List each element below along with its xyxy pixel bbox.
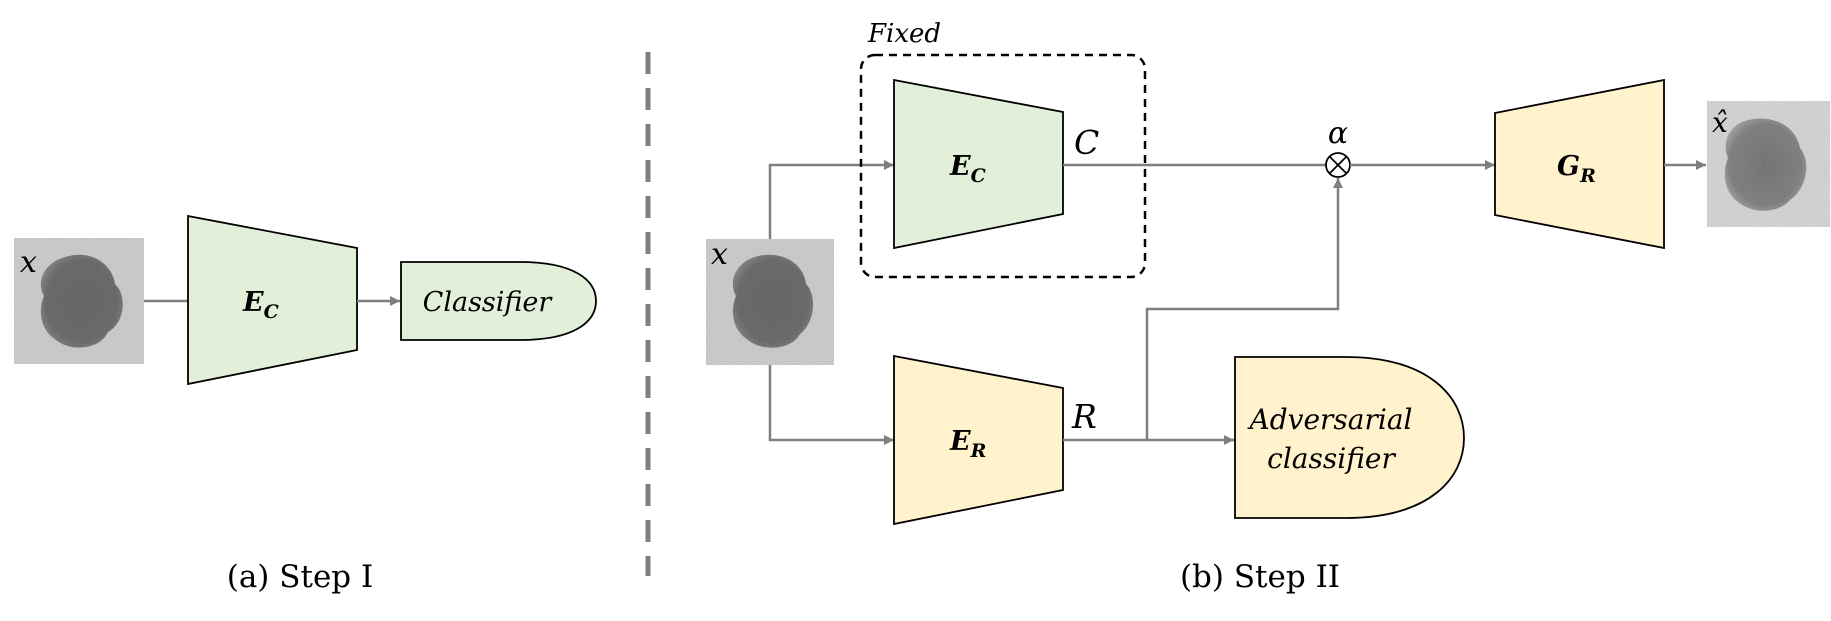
step2-content-encoder-subscript: C [971, 165, 986, 187]
multiply-node [1325, 152, 1351, 178]
step2-panel: x Fixed EC C α GR [706, 19, 1830, 595]
step2-caption: (b) Step II [1180, 559, 1340, 595]
generator-subscript: R [1579, 165, 1596, 187]
generator: GR [1494, 78, 1665, 250]
alpha-label: α [1328, 116, 1348, 151]
fixed-region-box [859, 53, 1147, 279]
step2-content-encoder: EC [893, 78, 1064, 250]
step1-input-image: x [14, 238, 144, 364]
fixed-label: Fixed [867, 19, 941, 49]
step1-caption: (a) Step I [227, 559, 374, 595]
step2-input-label: x [711, 237, 728, 272]
svg-text:ER: ER [949, 426, 986, 462]
step2-arrow-to-content-encoder [768, 160, 894, 239]
step1-classifier: Classifier [400, 261, 597, 341]
step2-residual-encoder-subscript: R [970, 440, 987, 462]
step1-content-encoder: EC [187, 214, 358, 386]
adversarial-label-line1: Adversarial [1247, 403, 1413, 436]
content-code-label: C [1074, 123, 1099, 162]
step2-content-encoder-letter: E [949, 151, 971, 182]
adversarial-classifier: Adversarial classifier [1234, 356, 1465, 519]
svg-text:EC: EC [949, 151, 986, 187]
adversarial-label-line2: classifier [1267, 442, 1396, 475]
step2-arrow-residual-to-multiply [1145, 178, 1343, 440]
step1-encoder-letter: E [242, 287, 264, 318]
step1-classifier-label: Classifier [423, 287, 554, 318]
step1-panel: x EC Classifier (a) Step I [14, 214, 597, 595]
residual-code-label: R [1071, 397, 1097, 436]
step2-output-image: x̂ [1707, 101, 1830, 227]
step1-input-label: x [20, 245, 37, 280]
svg-text:GR: GR [1557, 151, 1596, 187]
step2-arrow-to-residual-encoder [768, 365, 894, 445]
step2-residual-encoder-letter: E [949, 426, 971, 457]
svg-text:EC: EC [242, 287, 279, 323]
generator-letter: G [1557, 151, 1580, 182]
step2-input-image: x [706, 237, 834, 365]
output-label: x̂ [1712, 106, 1728, 139]
step2-residual-encoder: ER [893, 354, 1064, 526]
step1-encoder-subscript: C [264, 301, 279, 323]
